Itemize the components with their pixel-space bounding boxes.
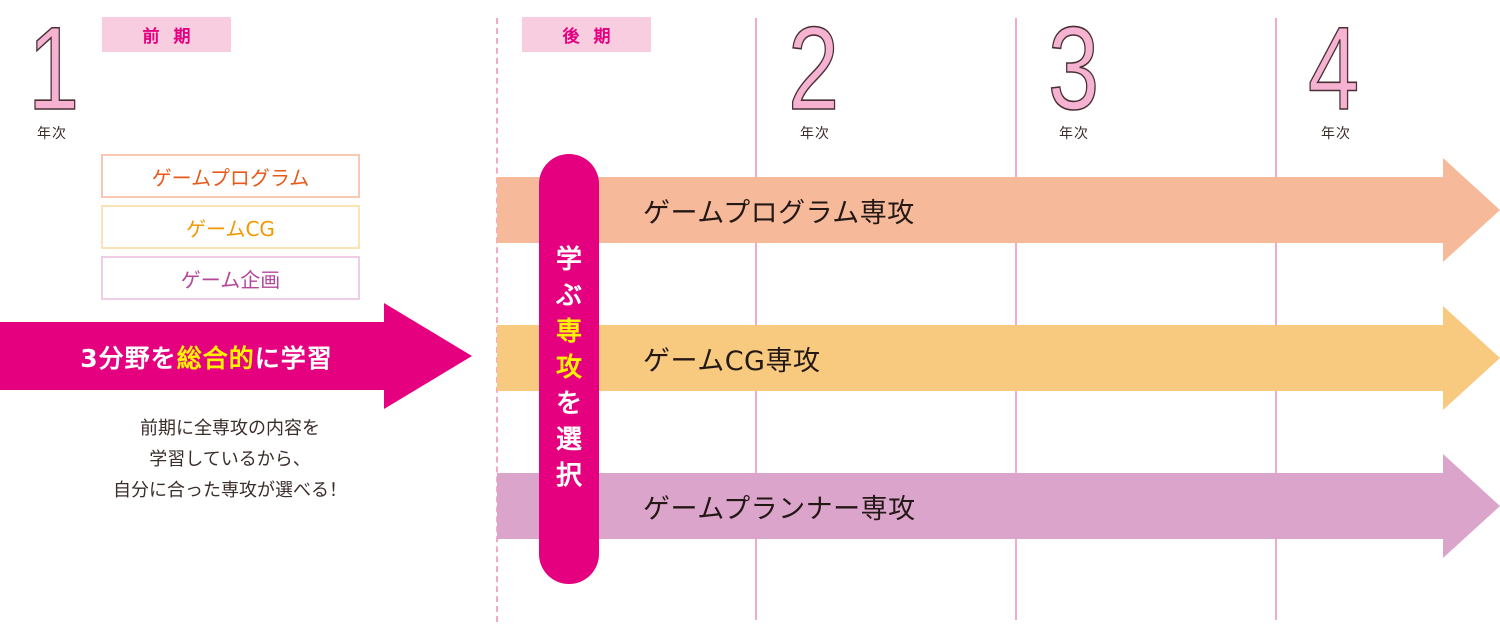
major-selection-pill: 学 ぶ 専 攻 を 選 択 — [539, 154, 599, 584]
pill-char-highlight: 攻 — [555, 353, 582, 383]
major-label-cg: ゲームCG専攻 — [643, 345, 821, 377]
major-arrow-program-shape — [497, 158, 1500, 262]
overview-arrow-text: 3分野を総合的に学習 — [0, 335, 413, 379]
overview-suffix: に学習 — [254, 344, 333, 373]
year-4-divider-line — [1275, 18, 1277, 620]
overview-arrow-shape — [0, 303, 472, 409]
description-text: 前期に全専攻の内容を 学習しているから、 自分に合った専攻が選べる！ — [60, 413, 400, 506]
term-divider-dashed-line — [496, 18, 498, 622]
major-label-planner: ゲームプランナー専攻 — [643, 493, 916, 525]
major-label-program: ゲームプログラム専攻 — [643, 197, 915, 229]
year-2-numeral: 2 — [787, 3, 839, 135]
description-line-2: 学習しているから、 — [149, 449, 311, 470]
year-4-numeral: 4 — [1307, 3, 1359, 135]
major-arrow-cg-shape — [497, 306, 1500, 410]
overview-highlight: 総合的 — [176, 344, 255, 373]
category-game-planning: ゲーム企画 — [101, 256, 360, 300]
description-line-1: 前期に全専攻の内容を — [140, 418, 320, 439]
year-3-label: 年次 — [1059, 126, 1089, 142]
year-3-numeral: 3 — [1047, 3, 1099, 135]
year-2-label: 年次 — [800, 126, 830, 142]
year-4-label: 年次 — [1321, 126, 1351, 142]
pill-char-highlight: 専 — [555, 317, 582, 347]
year-3-divider-line — [1015, 18, 1017, 620]
pill-char: 択 — [555, 461, 582, 491]
overview-prefix: 3分野を — [80, 344, 177, 373]
pill-char: ぶ — [555, 281, 582, 311]
pill-char: 選 — [555, 425, 582, 455]
description-line-3: 自分に合った専攻が選べる！ — [113, 480, 347, 501]
pill-char: を — [555, 389, 582, 419]
category-game-program: ゲームプログラム — [101, 154, 360, 198]
year-1-numeral: 1 — [27, 3, 79, 135]
second-term-badge: 後期 — [522, 17, 651, 52]
year-1-label: 年次 — [37, 126, 67, 142]
pill-char: 学 — [555, 245, 582, 275]
year-2-divider-line — [755, 18, 757, 620]
first-term-badge: 前期 — [102, 17, 231, 52]
major-arrow-planner-shape — [497, 454, 1500, 558]
category-game-cg: ゲームCG — [101, 205, 360, 249]
